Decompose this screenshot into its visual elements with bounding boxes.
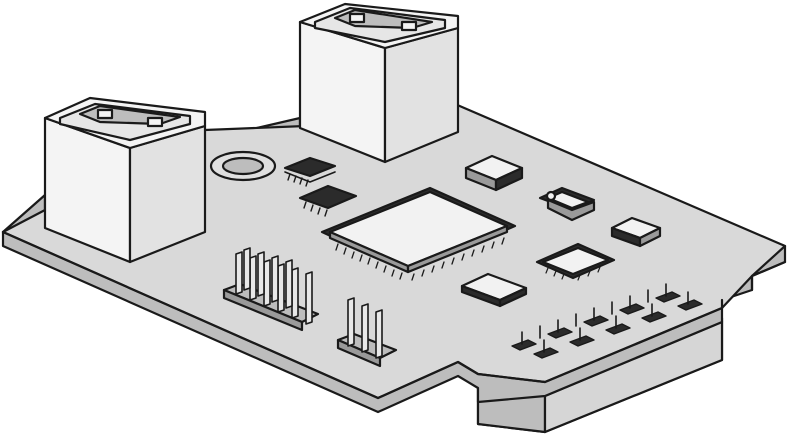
voltage-regulator [538,186,596,222]
small-chip-1 [283,156,337,187]
coin-battery [209,150,277,182]
main-processor-chip [320,186,517,281]
smd-component-2 [610,216,662,248]
smd-component-3 [460,272,528,308]
pin-header-1x3 [336,297,398,368]
smd-component-1 [464,154,524,192]
secondary-chip [535,242,616,281]
edge-connector-pins [521,283,689,353]
small-chip-2 [298,184,358,217]
rj45-jack-left [43,96,207,264]
pin-header-2x6 [222,247,320,332]
rj45-jack-right [298,2,460,164]
edge-connector-2x10 [511,291,703,359]
